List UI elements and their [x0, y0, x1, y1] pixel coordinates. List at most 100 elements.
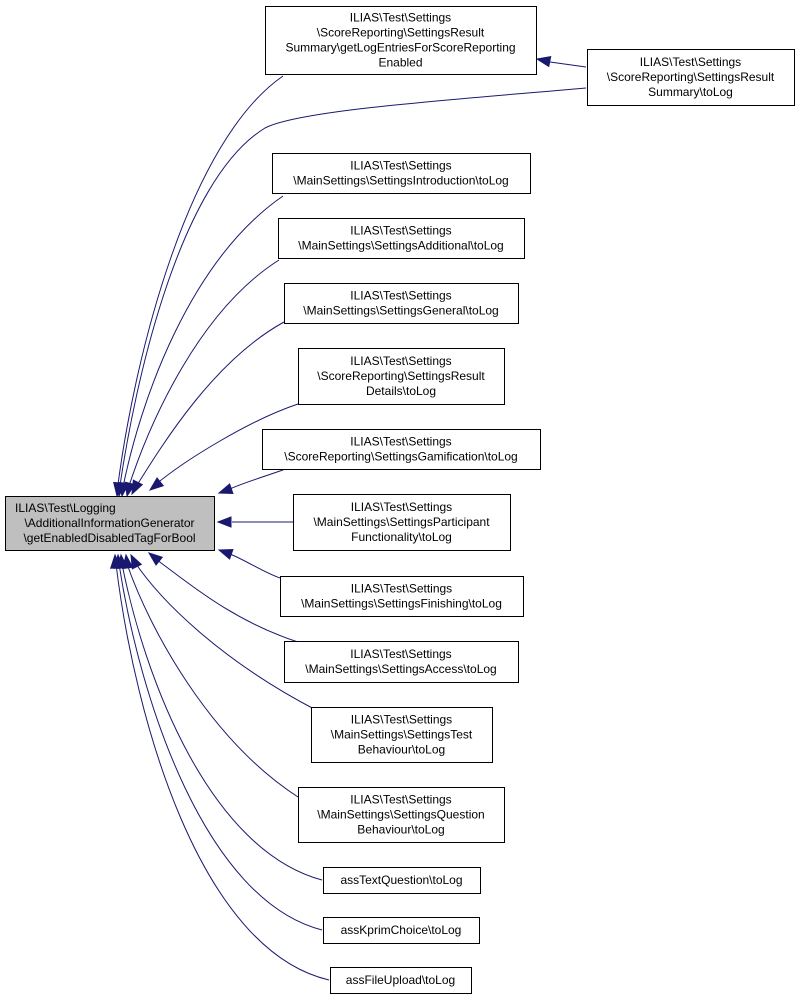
- node-box: [587, 49, 795, 106]
- edge-n4-to-main: [124, 259, 280, 498]
- edge-n5-to-main: [131, 321, 285, 496]
- arrowhead: [217, 549, 234, 560]
- node-box: [323, 917, 480, 944]
- node-label-line: Behaviour\toLog: [358, 743, 445, 757]
- node-box: [311, 707, 493, 763]
- edge-line: [133, 560, 317, 711]
- node-label-line: ILIAS\Test\Settings: [350, 354, 451, 368]
- node-label-line: \MainSettings\SettingsIntroduction\toLog: [293, 174, 508, 188]
- caller-node-n2[interactable]: ILIAS\Test\Settings\ScoreReporting\Setti…: [587, 49, 795, 106]
- node-box: [284, 283, 519, 324]
- node-label-line: \AdditionalInformationGenerator: [24, 516, 194, 530]
- edge-n10-to-main: [147, 552, 299, 643]
- node-box: [278, 218, 525, 259]
- caller-node-n13[interactable]: assTextQuestion\toLog: [323, 867, 481, 894]
- arrowhead: [216, 516, 232, 528]
- edge-line: [121, 195, 284, 493]
- edge-line: [121, 563, 323, 881]
- node-box: [298, 787, 505, 843]
- node-label-line: ILIAS\Test\Logging: [15, 501, 116, 515]
- node-label-line: \MainSettings\SettingsGeneral\toLog: [303, 304, 498, 318]
- edge-n3-to-main: [118, 195, 284, 498]
- caller-node-n6[interactable]: ILIAS\Test\Settings\ScoreReporting\Setti…: [298, 348, 505, 405]
- node-label-line: assTextQuestion\toLog: [340, 873, 462, 887]
- caller-node-n14[interactable]: assKprimChoice\toLog: [323, 917, 480, 944]
- edge-n1-to-main: [113, 75, 284, 498]
- edge-line: [116, 75, 284, 493]
- edge-line: [152, 556, 299, 643]
- nodes-layer: ILIAS\Test\Logging\AdditionalInformation…: [5, 6, 795, 994]
- node-label-line: \MainSettings\SettingsParticipant: [313, 515, 490, 529]
- arrowhead: [148, 477, 165, 491]
- node-label-line: \getEnabledDisabledTagForBool: [23, 531, 195, 545]
- node-label-line: Details\toLog: [366, 384, 436, 398]
- caller-node-n11[interactable]: ILIAS\Test\Settings\MainSettings\Setting…: [311, 707, 493, 763]
- edge-line: [118, 563, 323, 931]
- node-label-line: \ScoreReporting\SettingsResult: [317, 26, 485, 40]
- node-label-line: \ScoreReporting\SettingsGamification\toL…: [284, 450, 517, 464]
- caller-node-n15[interactable]: assFileUpload\toLog: [330, 967, 472, 994]
- node-label-line: ILIAS\Test\Settings: [350, 647, 451, 661]
- node-label-line: \ScoreReporting\SettingsResult: [317, 369, 485, 383]
- node-label-line: Enabled: [378, 56, 422, 70]
- node-label-line: Summary\toLog: [648, 85, 733, 99]
- node-label-line: ILIAS\Test\Settings: [350, 159, 451, 173]
- node-label-line: \MainSettings\SettingsTest: [331, 728, 473, 742]
- edge-line: [115, 563, 330, 981]
- node-label-line: ILIAS\Test\Settings: [351, 713, 452, 727]
- node-box: [262, 429, 541, 470]
- node-label-line: \MainSettings\SettingsQuestion: [317, 808, 484, 822]
- main-function-node[interactable]: ILIAS\Test\Logging\AdditionalInformation…: [5, 496, 215, 551]
- node-label-line: ILIAS\Test\Settings: [350, 11, 451, 25]
- node-label-line: \MainSettings\SettingsAccess\toLog: [305, 662, 496, 676]
- node-label-line: Summary\getLogEntriesForScoreReporting: [285, 41, 515, 55]
- node-box: [272, 153, 531, 194]
- node-box: [293, 494, 511, 551]
- node-label-line: ILIAS\Test\Settings: [640, 55, 741, 69]
- edge-n15-to-main: [109, 553, 330, 981]
- edges-layer: [109, 56, 587, 981]
- arrowhead: [535, 56, 552, 68]
- caller-node-n12[interactable]: ILIAS\Test\Settings\MainSettings\Setting…: [298, 787, 505, 843]
- node-label-line: Functionality\toLog: [351, 530, 452, 544]
- edge-n11-to-main: [130, 553, 317, 711]
- caller-node-n10[interactable]: ILIAS\Test\Settings\MainSettings\Setting…: [284, 641, 519, 683]
- node-label-line: ILIAS\Test\Settings: [350, 435, 451, 449]
- node-label-line: \MainSettings\SettingsAdditional\toLog: [298, 239, 503, 253]
- node-label-line: ILIAS\Test\Settings: [351, 500, 452, 514]
- edge-line: [229, 467, 289, 490]
- edge-n6-to-main: [148, 403, 299, 491]
- edge-n9-to-main: [217, 549, 281, 579]
- edge-line: [133, 321, 285, 491]
- edge-n2-to-n1: [535, 56, 587, 68]
- node-label-line: ILIAS\Test\Settings: [350, 793, 451, 807]
- edge-line: [229, 553, 281, 579]
- caller-node-n3[interactable]: ILIAS\Test\Settings\MainSettings\Setting…: [272, 153, 531, 194]
- caller-node-n8[interactable]: ILIAS\Test\Settings\MainSettings\Setting…: [293, 494, 511, 551]
- node-label-line: \ScoreReporting\SettingsResult: [607, 70, 775, 84]
- caller-node-n1[interactable]: ILIAS\Test\Settings\ScoreReporting\Setti…: [265, 6, 537, 75]
- node-label-line: Behaviour\toLog: [357, 823, 444, 837]
- edge-line: [154, 403, 299, 486]
- main-node-box: [5, 496, 215, 551]
- caller-node-n7[interactable]: ILIAS\Test\Settings\ScoreReporting\Setti…: [262, 429, 541, 470]
- node-label-line: ILIAS\Test\Settings: [350, 224, 451, 238]
- arrowhead: [147, 552, 164, 566]
- node-box: [280, 576, 524, 617]
- node-box: [298, 348, 505, 405]
- node-box: [265, 6, 537, 75]
- caller-node-n5[interactable]: ILIAS\Test\Settings\MainSettings\Setting…: [284, 283, 519, 324]
- node-box: [284, 641, 519, 683]
- arrowhead: [109, 553, 122, 569]
- caller-node-n4[interactable]: ILIAS\Test\Settings\MainSettings\Setting…: [278, 218, 525, 259]
- edge-n7-to-main: [217, 467, 289, 494]
- node-label-line: ILIAS\Test\Settings: [351, 582, 452, 596]
- caller-node-n9[interactable]: ILIAS\Test\Settings\MainSettings\Setting…: [280, 576, 524, 617]
- node-label-line: \MainSettings\SettingsFinishing\toLog: [301, 597, 502, 611]
- node-box: [330, 967, 472, 994]
- edge-n12-to-main: [122, 553, 299, 798]
- edge-line: [126, 259, 280, 493]
- node-box: [323, 867, 481, 894]
